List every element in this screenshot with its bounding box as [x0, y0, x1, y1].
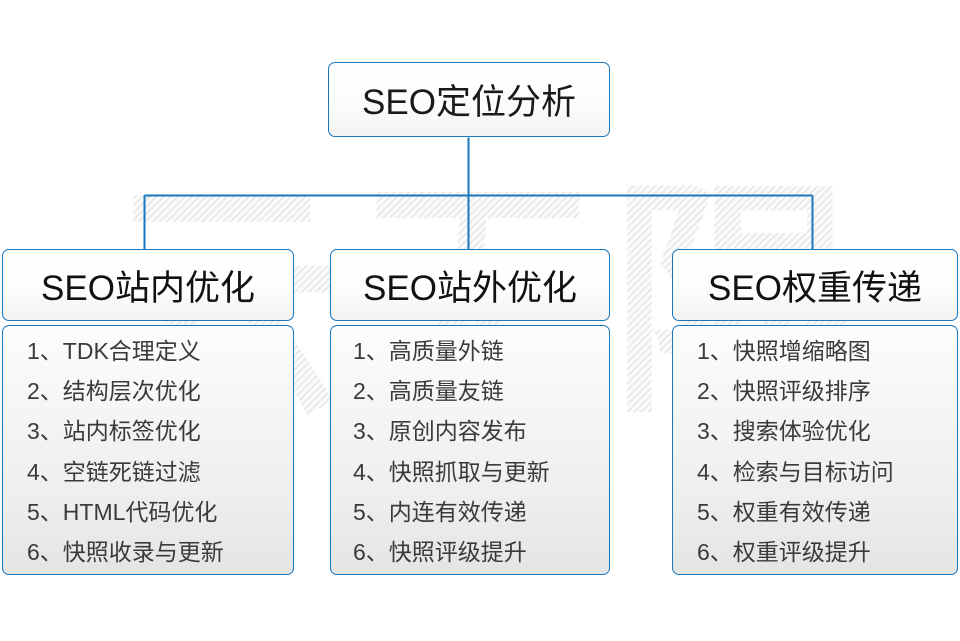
list-item: 5、内连有效传递 [353, 498, 527, 525]
branch-list-3: 1、快照增缩略图 2、快照评级排序 3、搜索体验优化 4、检索与目标访问 5、权… [672, 325, 958, 575]
list-item: 4、空链死链过滤 [27, 458, 201, 485]
list-item: 4、检索与目标访问 [697, 458, 894, 485]
root-node-label: SEO定位分析 [362, 83, 576, 122]
list-item: 6、快照收录与更新 [27, 538, 224, 565]
list-item: 5、HTML代码优化 [27, 498, 218, 525]
branch-column-1: SEO站内优化 1、TDK合理定义 2、结构层次优化 3、站内标签优化 4、空链… [2, 249, 294, 575]
list-item: 6、快照评级提升 [353, 538, 527, 565]
branch-header-3[interactable]: SEO权重传递 [672, 249, 958, 321]
branch-header-1-label: SEO站内优化 [41, 268, 255, 308]
root-node[interactable]: SEO定位分析 [328, 62, 610, 137]
branch-header-2-label: SEO站外优化 [363, 268, 577, 308]
list-item: 1、TDK合理定义 [27, 338, 201, 364]
list-item: 4、快照抓取与更新 [353, 458, 550, 485]
branch-column-2: SEO站外优化 1、高质量外链 2、高质量友链 3、原创内容发布 4、快照抓取与… [330, 249, 610, 575]
branch-header-3-label: SEO权重传递 [708, 268, 922, 308]
list-item: 1、高质量外链 [353, 338, 504, 364]
branch-list-2: 1、高质量外链 2、高质量友链 3、原创内容发布 4、快照抓取与更新 5、内连有… [330, 325, 610, 575]
list-item: 2、结构层次优化 [27, 378, 201, 405]
branch-list-1: 1、TDK合理定义 2、结构层次优化 3、站内标签优化 4、空链死链过滤 5、H… [2, 325, 294, 575]
list-item: 2、高质量友链 [353, 378, 504, 405]
list-item: 2、快照评级排序 [697, 378, 871, 405]
branch-header-2[interactable]: SEO站外优化 [330, 249, 610, 321]
list-item: 3、站内标签优化 [27, 418, 201, 445]
list-item: 3、原创内容发布 [353, 418, 527, 445]
list-item: 6、权重评级提升 [697, 538, 871, 565]
list-item: 1、快照增缩略图 [697, 338, 871, 364]
branch-column-3: SEO权重传递 1、快照增缩略图 2、快照评级排序 3、搜索体验优化 4、检索与… [672, 249, 958, 575]
list-item: 5、权重有效传递 [697, 498, 871, 525]
list-item: 3、搜索体验优化 [697, 418, 871, 445]
branch-header-1[interactable]: SEO站内优化 [2, 249, 294, 321]
